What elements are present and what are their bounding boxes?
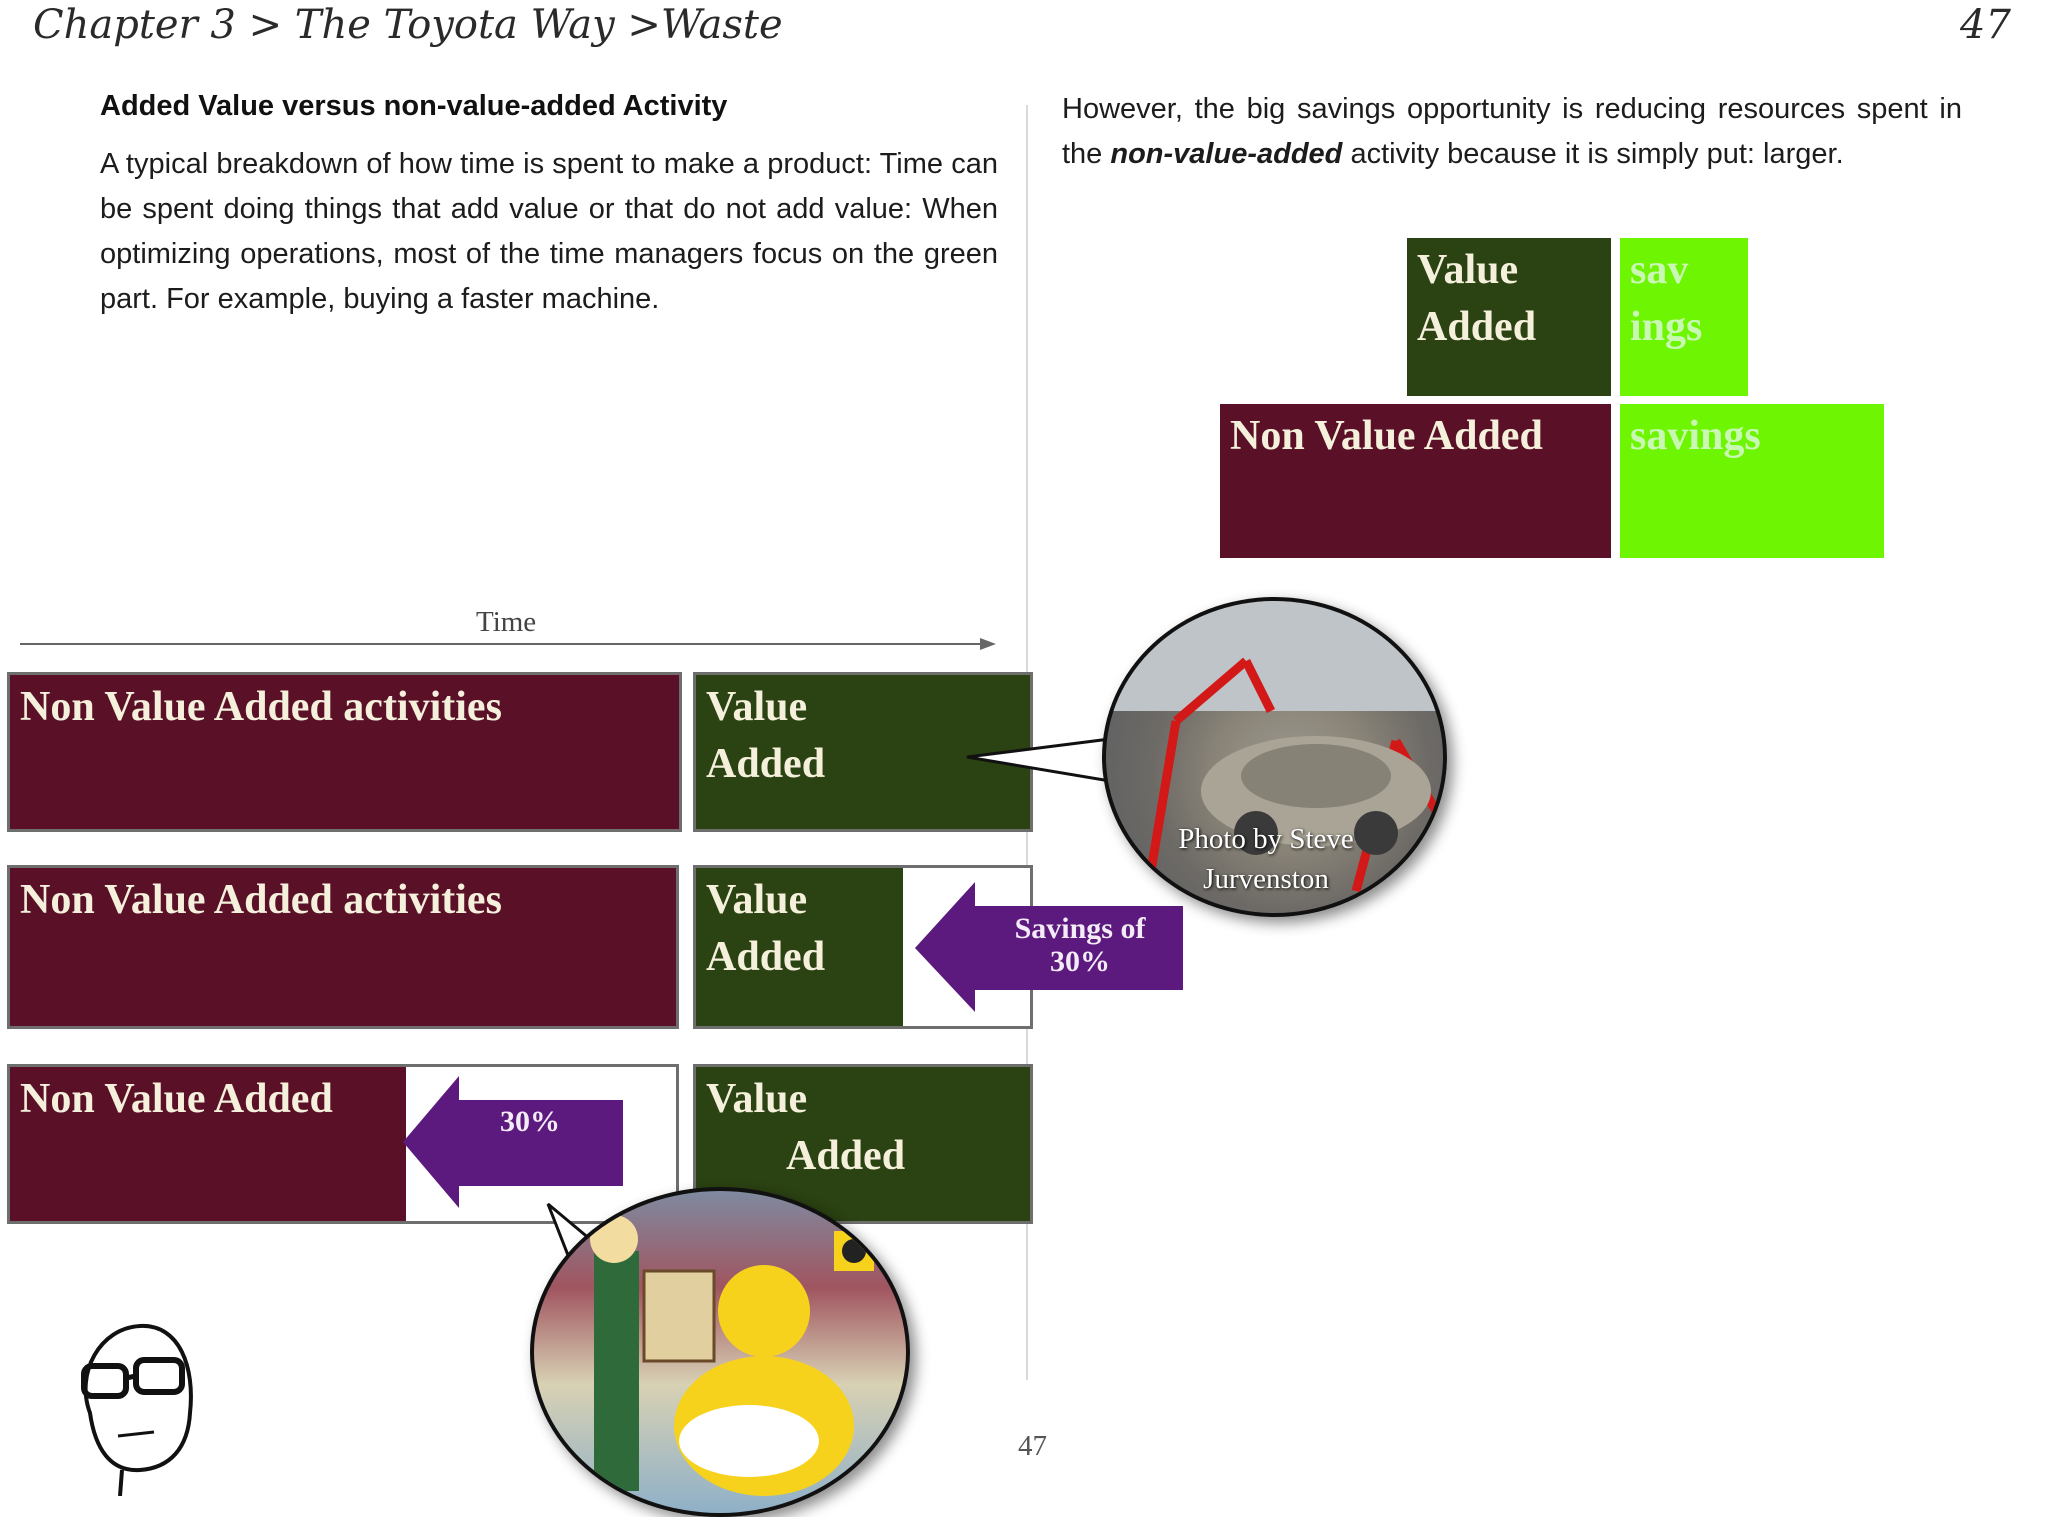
row2-arrow-line2: 30% — [1050, 945, 1110, 978]
row3-va-line2: Added — [786, 1133, 906, 1179]
row2-va-line2: Added — [706, 934, 826, 980]
row2-nva-label: Non Value Added activities — [20, 877, 502, 923]
row1-va-line2: Added — [706, 741, 826, 787]
row3-non-value-added-frame: Non Value Added — [7, 1064, 679, 1224]
cartoon-illustration — [530, 1187, 910, 1517]
right-small-savings-block: sav ings — [1620, 238, 1748, 396]
right-va-line1: Value — [1417, 247, 1519, 293]
photo-credit-line1: Photo by Steve — [1178, 823, 1354, 855]
header-page-number: 47 — [1960, 2, 2011, 48]
row1-nva-label: Non Value Added activities — [20, 684, 502, 730]
right-value-added-block: Value Added — [1407, 238, 1611, 396]
row2-savings-arrow-label: Savings of 30% — [975, 912, 1185, 978]
right-sav-line1: sav — [1630, 247, 1689, 293]
face-doodle-icon — [81, 1323, 193, 1496]
photo-credit: Photo by Steve Jurvenston — [1106, 819, 1426, 899]
right-paragraph-emphasis: non-value-added — [1110, 138, 1343, 170]
section-title: Added Value versus non-value-added Activ… — [100, 90, 728, 122]
photo-callout-pointer — [966, 737, 1112, 783]
row3-savings-arrow-icon — [403, 1076, 623, 1208]
row2-value-added-block: Value Added — [696, 868, 903, 1026]
right-savings-label: savings — [1630, 413, 1761, 459]
factory-robot-photo: Photo by Steve Jurvenston — [1102, 597, 1447, 917]
row2-non-value-added-block: Non Value Added activities — [7, 865, 679, 1029]
right-nva-label: Non Value Added — [1230, 413, 1543, 459]
time-axis-arrow — [20, 638, 996, 650]
footer-page-number: 47 — [1018, 1430, 1047, 1462]
time-label: Time — [476, 606, 537, 638]
row3-non-value-added-block: Non Value Added — [10, 1067, 406, 1221]
row1-va-line1: Value — [706, 684, 808, 730]
row3-nva-label: Non Value Added — [20, 1076, 333, 1122]
row3-savings-arrow-label: 30% — [500, 1105, 560, 1138]
photo-credit-line2: Jurvenston — [1203, 863, 1329, 895]
left-paragraph: A typical breakdown of how time is spent… — [100, 148, 998, 315]
breadcrumb: Chapter 3 > The Toyota Way >Waste — [33, 2, 783, 48]
right-paragraph-part2: activity because it is simply put: large… — [1342, 138, 1844, 170]
row2-arrow-line1: Savings of — [1014, 912, 1146, 945]
right-large-savings-block: savings — [1620, 404, 1884, 558]
row3-va-line1: Value — [706, 1076, 808, 1122]
right-non-value-added-block: Non Value Added — [1220, 404, 1611, 558]
row1-non-value-added-block: Non Value Added activities — [7, 672, 682, 832]
row2-va-line1: Value — [706, 877, 808, 923]
right-paragraph: However, the big savings opportunity is … — [1062, 87, 1962, 177]
right-paragraph-part1: However, the big savings opportunity is … — [1062, 93, 1962, 170]
cartoon-figure-illustration — [590, 1215, 874, 1496]
row2-savings-arrow-icon — [915, 882, 1183, 1012]
right-va-line2: Added — [1417, 304, 1537, 350]
factory-robot-illustration — [1106, 601, 1443, 902]
right-sav-line2: ings — [1630, 304, 1703, 350]
